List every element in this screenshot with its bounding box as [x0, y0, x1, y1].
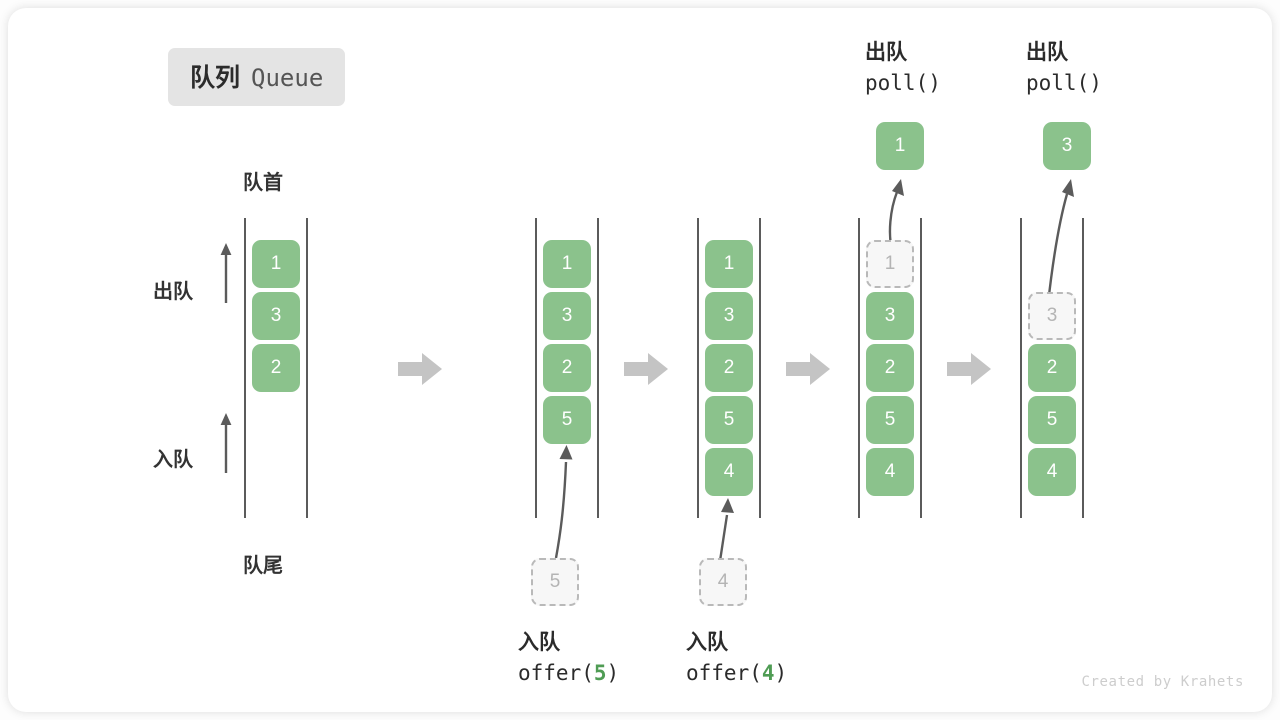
rail-right — [920, 218, 922, 518]
dequeued-result-cell: 3 — [1043, 122, 1091, 170]
dequeue-op-label-3: 出队 poll() — [1026, 38, 1102, 99]
queue-cell: 1 — [252, 240, 300, 288]
pending-enqueue-ghost-cell: 5 — [531, 558, 579, 606]
queue-cell: 3 — [705, 292, 753, 340]
rail-left — [1020, 218, 1022, 518]
flow-arrow-icon — [947, 352, 991, 386]
queue-cell: 4 — [705, 448, 753, 496]
title-en: Queue — [251, 64, 324, 92]
cell-stack: 1 3 2 5 — [543, 240, 591, 444]
flow-arrow-icon — [624, 352, 668, 386]
cell-stack: 1 3 2 5 4 — [866, 240, 914, 496]
queue-rear-label: 队尾 — [243, 555, 283, 577]
queue-cell: 5 — [705, 396, 753, 444]
queue-cell: 3 — [866, 292, 914, 340]
rail-left — [858, 218, 860, 518]
title-cn: 队列 — [190, 64, 241, 92]
enqueue-curve-arrow-4-icon — [706, 493, 756, 563]
rail-right — [306, 218, 308, 518]
queue-cell: 2 — [866, 344, 914, 392]
dequeued-result-cell: 1 — [876, 122, 924, 170]
dequeue-up-arrow-icon — [216, 241, 236, 303]
enqueue-op-label-4: 入队 offer(4) — [686, 628, 787, 689]
dequeue-op-label-1: 出队 poll() — [865, 38, 941, 99]
dequeue-op-code: poll() — [865, 71, 941, 96]
dequeue-curve-arrow-3-icon — [1028, 176, 1088, 306]
queue-cell: 1 — [705, 240, 753, 288]
cell-stack: 3 2 5 4 — [1028, 292, 1076, 496]
enqueue-side-label: 入队 — [153, 449, 193, 471]
queue-cell: 1 — [543, 240, 591, 288]
enqueue-curve-arrow-5-icon — [538, 440, 598, 560]
dequeue-op-cn: 出队 — [1026, 41, 1068, 64]
rail-left — [697, 218, 699, 518]
queue-cell: 3 — [543, 292, 591, 340]
queue-cell: 3 — [252, 292, 300, 340]
flow-arrow-icon — [786, 352, 830, 386]
queue-cell: 5 — [543, 396, 591, 444]
dequeue-op-code: poll() — [1026, 71, 1102, 96]
rail-right — [1082, 218, 1084, 518]
queue-cell: 2 — [1028, 344, 1076, 392]
queue-cell: 4 — [1028, 448, 1076, 496]
queue-cell: 2 — [543, 344, 591, 392]
queue-cell: 5 — [1028, 396, 1076, 444]
queue-cell: 5 — [866, 396, 914, 444]
queue-cell: 2 — [252, 344, 300, 392]
enqueue-op-cn: 入队 — [686, 631, 728, 654]
watermark: Created by Krahets — [1081, 674, 1244, 690]
enqueue-up-arrow-icon — [216, 411, 236, 473]
queue-cell: 2 — [705, 344, 753, 392]
dequeuing-ghost-cell: 1 — [866, 240, 914, 288]
rail-right — [759, 218, 761, 518]
queue-front-label: 队首 — [243, 172, 283, 194]
diagram-card: 队列 Queue 队首 队尾 出队 入队 1 3 2 — [8, 8, 1272, 712]
enqueue-op-arg: 5 — [593, 661, 607, 686]
rail-right — [597, 218, 599, 518]
enqueue-op-label-5: 入队 offer(5) — [518, 628, 619, 689]
title-badge: 队列 Queue — [168, 48, 346, 106]
pending-enqueue-ghost-cell: 4 — [699, 558, 747, 606]
dequeue-op-cn: 出队 — [865, 41, 907, 64]
enqueue-op-cn: 入队 — [518, 631, 560, 654]
enqueue-op-code: offer(4) — [686, 661, 788, 686]
dequeue-side-label: 出队 — [153, 281, 193, 303]
queue-cell: 4 — [866, 448, 914, 496]
rail-left — [244, 218, 246, 518]
cell-stack: 1 3 2 5 4 — [705, 240, 753, 496]
cell-stack: 1 3 2 — [252, 240, 300, 392]
enqueue-op-code: offer(5) — [518, 661, 620, 686]
rail-left — [535, 218, 537, 518]
enqueue-op-arg: 4 — [761, 661, 775, 686]
flow-arrow-icon — [398, 352, 442, 386]
dequeuing-ghost-cell: 3 — [1028, 292, 1076, 340]
